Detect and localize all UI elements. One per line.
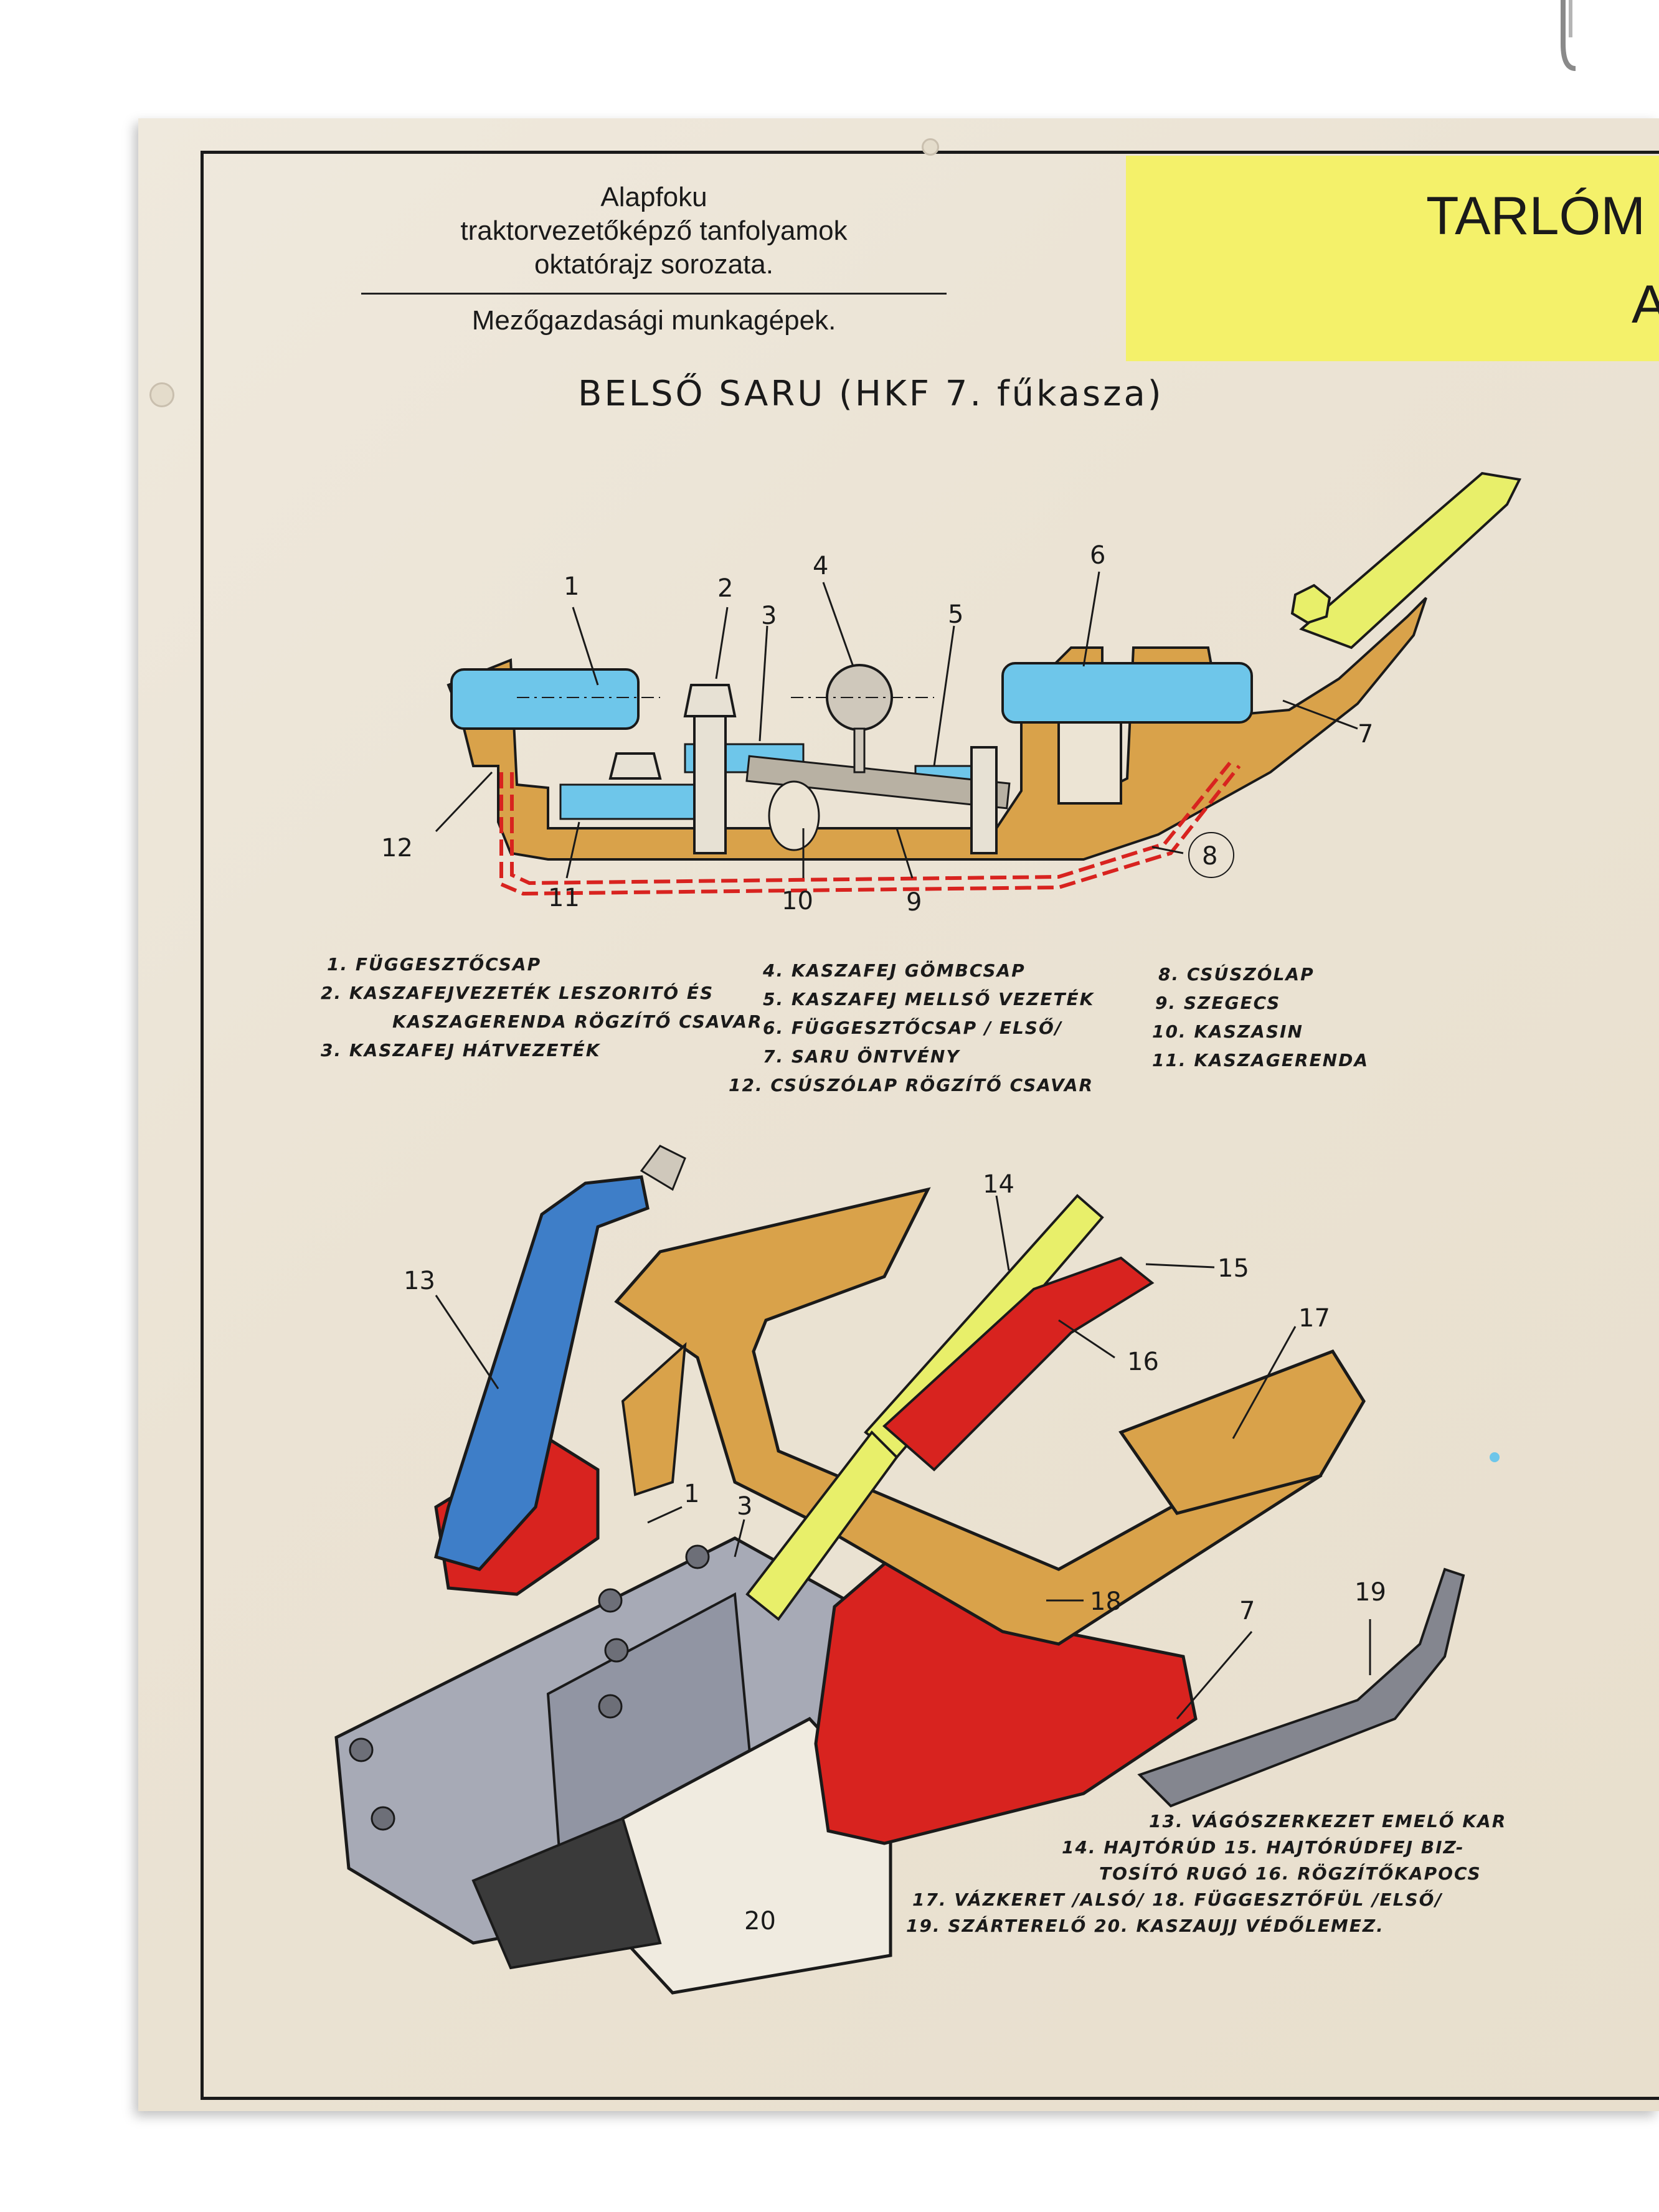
series-heading-line2: traktorvezetőképző tanfolyamok [460,215,848,246]
legend2-line4: 17. VÁZKERET /ALSÓ/ 18. FÜGGESZTŐFÜL /EL… [912,1889,1443,1910]
callout-12: 12 [381,834,413,863]
callout-1: 1 [564,572,579,601]
callout-7: 7 [1358,720,1373,749]
legend-item-7: 7. SARU ÖNTVÉNY [763,1046,960,1067]
legend-item-5: 5. KASZAFEJ MELLSŐ VEZETÉK [763,989,1095,1009]
callout-5: 5 [948,600,963,629]
callout-7b: 7 [1239,1597,1255,1625]
legend-item-3: 3. KASZAFEJ HÁTVEZETÉK [321,1040,601,1061]
header-divider [361,293,947,295]
callout-13: 13 [404,1267,435,1295]
hanger-pin-shape [450,668,640,730]
callout-1b: 1 [684,1480,699,1508]
legend-item-6: 6. FÜGGESZTŐCSAP / ELSŐ/ [763,1018,1062,1038]
legend-item-9: 9. SZEGECS [1155,993,1281,1013]
series-subheading: Mezőgazdasági munkagépek. [471,305,836,336]
legend-item-2-cont: KASZAGERENDA RÖGZÍTŐ CSAVAR [392,1011,763,1032]
pin-hole [149,382,174,407]
legend2-line5: 19. SZÁRTERELŐ 20. KASZAUJJ VÉDŐLEMEZ. [906,1916,1384,1936]
legend-item-12: 12. CSÚSZÓLAP RÖGZÍTŐ CSAVAR [729,1075,1094,1095]
legend2-line2: 14. HAJTÓRÚD 15. HAJTÓRÚDFEJ BIZ- [1062,1837,1465,1858]
callout-10: 10 [782,887,813,915]
legend-item-11: 11. KASZAGERENDA [1152,1050,1369,1071]
legend2-line3: TOSÍTÓ RUGÓ 16. RÖGZÍTŐKAPOCS [1099,1863,1482,1884]
callout-18: 18 [1090,1587,1122,1616]
callout-8: 8 [1202,842,1217,871]
callout-20: 20 [744,1907,776,1936]
series-heading-line1: Alapfoku [600,182,707,212]
callout-9: 9 [906,888,922,917]
legend-item-10: 10. KASZASIN [1152,1021,1303,1042]
callout-17: 17 [1298,1304,1330,1333]
legend-item-4: 4. KASZAFEJ GÖMBCSAP [763,960,1026,981]
callout-15: 15 [1217,1254,1249,1283]
diagram-title: BELSŐ SARU (HKF 7. fűkasza) [578,374,1164,414]
legend2-line1: 13. VÁGÓSZERKEZET EMELŐ KAR [1149,1811,1507,1832]
legend-item-2: 2. KASZAFEJVEZETÉK LESZORITÓ ÉS [321,983,714,1003]
series-heading-line3: oktatórajz sorozata. [534,249,773,280]
callout-16: 16 [1127,1348,1159,1376]
hanger-hook [1557,0,1582,75]
legend-item-1: 1. FÜGGESZTŐCSAP [327,954,542,975]
front-hanger-pin-shape [1001,662,1253,724]
poster-title-line2: A [1632,275,1659,334]
legend-item-8: 8. CSÚSZÓLAP [1158,964,1315,985]
callout-11: 11 [548,884,580,912]
callout-6: 6 [1090,541,1105,570]
callout-3: 3 [761,602,777,630]
callout-4: 4 [813,552,828,580]
callout-2: 2 [717,574,733,603]
callout-3b: 3 [737,1492,752,1521]
pin-hole [922,138,939,156]
title-highlight-box [1126,156,1659,361]
poster-title: TARLÓM [1426,186,1645,246]
callout-14: 14 [983,1170,1014,1199]
callout-19: 19 [1354,1578,1386,1607]
